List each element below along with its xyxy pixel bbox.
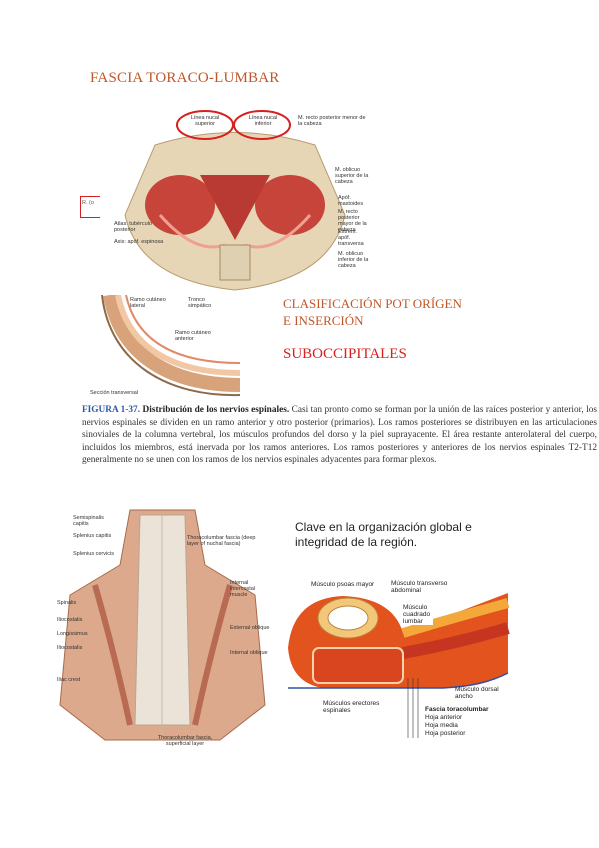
- obliquus-inferior-label: M. oblicuo inferior de la cabeza: [338, 251, 369, 269]
- nuchal-inferior-label: Línea nucal inferior: [248, 115, 278, 127]
- cross-section-drawing: [101, 293, 240, 397]
- figure-label: FIGURA 1-37.: [82, 405, 141, 415]
- hoja-anterior-label: Hoja anterior: [425, 714, 463, 721]
- ramo-cutaneo-lateral-label: Ramo cutáneo lateral: [130, 297, 166, 309]
- mastoid-label: Apóf. mastoides: [338, 195, 364, 207]
- suboccipital-heading: SUBOCCIPITALES: [283, 346, 407, 362]
- back-label-left-4: Iliocostalis: [57, 617, 83, 623]
- ramo-cutaneo-anterior-label: Ramo cutáneo anterior: [175, 330, 211, 342]
- figure-text: Casi tan pronto como se forman por la un…: [82, 405, 597, 465]
- suboccipital-drawing: [124, 110, 346, 291]
- fascia-label: Fascia toracolumbar: [425, 706, 489, 713]
- back-muscles-image: Semispinalis capitis Splenius capitis Sp…: [55, 505, 270, 750]
- rectus-posterior-minor-label: M. recto posterior menor de la cabeza: [298, 115, 366, 127]
- atlas-label: Atlas: tubérculo posterior: [114, 221, 152, 233]
- lumbar-drawing: [288, 593, 510, 738]
- back-label-bottom: Thoracolumbar fascia, superficial layer: [157, 735, 213, 747]
- back-label-left-3: Spinalis: [57, 600, 77, 606]
- back-label-left-1: Splenius capitis: [73, 533, 112, 539]
- figure-caption: FIGURA 1-37. Distribución de los nervios…: [82, 404, 597, 467]
- partial-label: R. (o: [82, 200, 94, 206]
- back-label-left-0: Semispinalis capitis: [73, 515, 104, 527]
- classification-heading: CLASIFICACIÓN POT ORÍGEN E INSERCIÓN: [283, 296, 462, 328]
- back-label-right-0: Thoracolumbar fascia (deep layer of nuch…: [187, 535, 256, 547]
- rectus-posterior-major-label: M. recto posterior mayor de la cabeza: [338, 209, 367, 233]
- transverse-process-label: Extrem. apóf. transversa: [338, 229, 364, 247]
- back-label-right-3: Internal oblique: [230, 650, 268, 656]
- obliquus-superior-label: M. oblicuo superior de la cabeza: [335, 167, 369, 185]
- cuadrado-label: Músculo cuadrado lumbar: [403, 604, 433, 625]
- transverso-label: Músculo transverso abdominal: [391, 580, 448, 594]
- suboccipital-image: Línea nucal superior Línea nucal inferio…: [100, 105, 370, 295]
- back-label-left-7: Iliac crest: [57, 677, 81, 683]
- axis-label: Axis: apóf. espinosa: [114, 239, 164, 245]
- red-box-marker: [80, 196, 102, 218]
- back-label-left-6: Iliocostalis: [57, 645, 83, 651]
- hoja-posterior-label: Hoja posterior: [425, 730, 466, 737]
- back-muscles-drawing: [59, 509, 266, 741]
- back-label-right-2: External oblique: [230, 625, 270, 631]
- seccion-label: Sección transversal: [90, 390, 138, 396]
- erectores-label: Músculos erectores espinales: [323, 700, 380, 714]
- back-label-left-5: Longissimus: [57, 631, 88, 637]
- lumbar-heading: Clave en la organización global e integr…: [295, 520, 472, 549]
- page-title: FASCIA TORACO-LUMBAR: [90, 70, 280, 86]
- hoja-media-label: Hoja media: [425, 722, 458, 729]
- lumbar-cross-section-image: Músculo psoas mayor Músculo transverso a…: [283, 578, 513, 743]
- back-label-left-2: Splenius cervicis: [73, 551, 114, 557]
- figure-title: Distribución de los nervios espinales.: [142, 405, 290, 415]
- nuchal-superior-label: Línea nucal superior: [190, 115, 220, 127]
- back-label-right-1: Internal intercostal muscle: [230, 580, 256, 598]
- tronco-simpatico-label: Tronco simpático: [188, 297, 212, 309]
- dorsal-label: Músculo dorsal ancho: [455, 686, 499, 700]
- psoas-label: Músculo psoas mayor: [311, 581, 381, 588]
